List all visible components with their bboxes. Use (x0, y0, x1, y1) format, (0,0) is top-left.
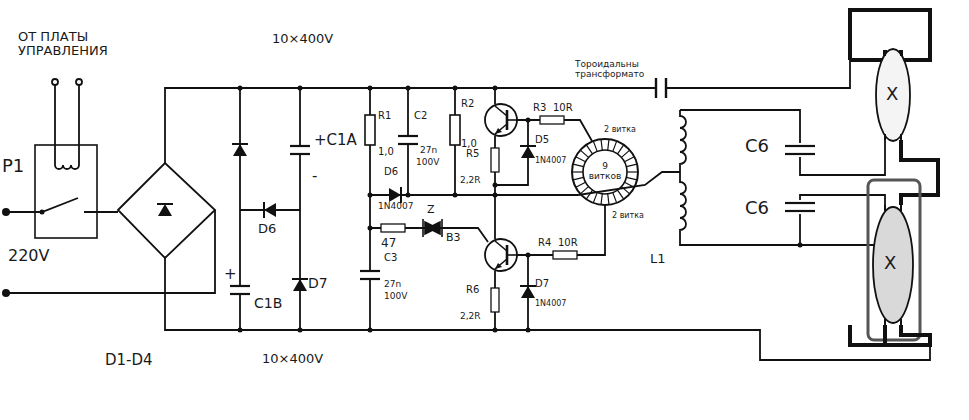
part-label: R4 (538, 237, 551, 248)
part-label: 10R (558, 237, 578, 248)
part-label: 10R (553, 102, 573, 113)
part-label: Z (427, 204, 435, 216)
junction-dots (40, 86, 803, 333)
part-label: 2 витка (604, 126, 636, 135)
part-label: D7 (308, 276, 328, 291)
part-label: +C1A (314, 132, 357, 149)
part-label: - (312, 168, 317, 185)
part-label: L1 (650, 252, 666, 266)
part-label: 10×400V (272, 32, 333, 46)
part-label: R5 (466, 148, 479, 159)
part-label: 2,2R (460, 312, 481, 322)
part-label: R2 (461, 98, 474, 109)
part-label: X (886, 84, 898, 104)
part-label: D5 (535, 134, 549, 145)
winding-label: 9 витков (585, 162, 625, 182)
lamp-symbols (850, 10, 938, 345)
part-label: 1N4007 (378, 202, 413, 212)
part-label: C3 (384, 252, 397, 263)
part-label: B3 (446, 232, 461, 244)
part-label: 47 (381, 237, 396, 250)
part-label: 220V (8, 247, 49, 265)
component-symbols (157, 104, 815, 312)
part-label: 27n (420, 146, 437, 156)
winding-count: 9 витков (589, 161, 622, 181)
part-label: R6 (466, 284, 479, 295)
part-label: 1,0 (378, 146, 394, 157)
part-label: 10×400V (262, 352, 323, 366)
part-label: C6 (745, 136, 769, 156)
part-label: 100V (416, 158, 439, 168)
part-label: D1-D4 (105, 352, 153, 369)
part-label: Тороидальны трансформато (575, 60, 655, 80)
part-label: D6 (258, 222, 276, 236)
part-label: 2 витка (612, 212, 644, 221)
part-label: D7 (535, 278, 549, 289)
part-label: 100V (384, 292, 407, 302)
part-label: R3 (533, 102, 546, 113)
part-label: R1 (378, 110, 391, 121)
part-label: C2 (414, 110, 427, 121)
part-label: C1B (254, 296, 282, 311)
part-label: X (884, 253, 896, 273)
part-label: + (224, 266, 237, 283)
part-label: P1 (2, 156, 24, 176)
wires (8, 60, 930, 360)
part-label: 1,0 (461, 138, 477, 149)
part-label: C6 (745, 198, 769, 218)
part-label: ОТ ПЛАТЫ УПРАВЛЕНИЯ (18, 30, 133, 59)
part-label: 1N4007 (535, 157, 566, 166)
part-label: 2,2R (460, 176, 481, 186)
part-label: D6 (384, 166, 398, 177)
part-label: 27n (384, 280, 401, 290)
part-label: 1N4007 (535, 300, 566, 309)
